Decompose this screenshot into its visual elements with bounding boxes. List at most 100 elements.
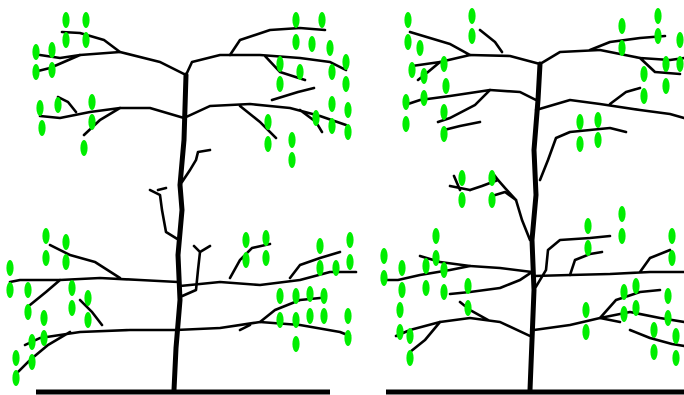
leaf-icon (242, 232, 249, 248)
leaf-icon (458, 192, 465, 208)
trunk-right (530, 64, 540, 390)
branch (450, 272, 532, 294)
trunk-left (174, 75, 186, 390)
leaf-icon (406, 350, 413, 366)
leaf-icon (380, 270, 387, 286)
leaf-icon (422, 280, 429, 296)
leaf-icon (640, 66, 647, 82)
leaf-icon (620, 306, 627, 322)
leaf-icon (342, 76, 349, 92)
leaf-icon (48, 62, 55, 78)
leaf-icon (662, 78, 669, 94)
leaf-icon (654, 8, 661, 24)
leaf-icon (312, 110, 319, 126)
leaf-icon (416, 40, 423, 56)
leaf-icon (276, 56, 283, 72)
leaf-icon (316, 260, 323, 276)
leaf-icon (576, 136, 583, 152)
leaf-icon (68, 280, 75, 296)
leaf-icon (668, 228, 675, 244)
leaf-icon (672, 350, 679, 366)
leaf-icon (68, 300, 75, 316)
leaf-icon (28, 354, 35, 370)
leaf-icon (594, 112, 601, 128)
leaf-icon (82, 12, 89, 28)
leaf-icon (346, 254, 353, 270)
leaf-icon (328, 64, 335, 80)
leaf-icon (262, 230, 269, 246)
branch (158, 188, 166, 190)
leaf-icon (464, 300, 471, 316)
branch (570, 252, 602, 275)
leaf-icon (440, 284, 447, 300)
leaf-icon (24, 304, 31, 320)
leaf-icon (6, 282, 13, 298)
leaf-icon (408, 62, 415, 78)
branch (480, 30, 502, 52)
leaf-icon (62, 32, 69, 48)
branch (640, 250, 670, 272)
leaf-icon (396, 324, 403, 340)
leaf-icon (88, 114, 95, 130)
leaf-icon (306, 286, 313, 302)
leaf-icon (582, 302, 589, 318)
leaf-icon (342, 54, 349, 70)
leaf-icon (464, 278, 471, 294)
tree-left (6, 12, 356, 392)
leaf-icon (292, 336, 299, 352)
leaf-icon (80, 140, 87, 156)
leaf-icon (262, 250, 269, 266)
leaf-icon (442, 78, 449, 94)
leaf-icon (618, 18, 625, 34)
branch (25, 330, 176, 345)
leaf-icon (84, 290, 91, 306)
leaf-icon (292, 288, 299, 304)
leaf-icon (420, 90, 427, 106)
leaf-icon (276, 76, 283, 92)
leaf-icon (654, 28, 661, 44)
leaf-icon (12, 370, 19, 386)
leaf-icon (618, 40, 625, 56)
branch (176, 322, 350, 336)
leaf-icon (432, 250, 439, 266)
leaf-icon (292, 12, 299, 28)
leaf-icon (668, 250, 675, 266)
branch (200, 246, 210, 252)
leaf-icon (28, 334, 35, 350)
leaf-icon (48, 42, 55, 58)
branch (534, 272, 684, 276)
leaf-icon (40, 330, 47, 346)
leaf-icon (396, 302, 403, 318)
branch (600, 318, 620, 322)
leaf-icon (316, 238, 323, 254)
leaf-icon (24, 282, 31, 298)
leaf-icon (42, 228, 49, 244)
leaf-icon (650, 344, 657, 360)
leaf-icon (618, 228, 625, 244)
leaf-icon (432, 228, 439, 244)
branch (396, 318, 530, 336)
leaf-icon (288, 132, 295, 148)
leaf-icon (328, 118, 335, 134)
leaf-icon (306, 308, 313, 324)
leaf-icon (676, 32, 683, 48)
leaf-icon (54, 97, 61, 113)
leaf-icon (584, 240, 591, 256)
leaf-icon (296, 64, 303, 80)
leaf-icon (458, 170, 465, 186)
leaf-icon (320, 308, 327, 324)
branch (470, 180, 530, 240)
branch (540, 50, 684, 64)
branch (540, 128, 626, 180)
leaf-icon (402, 116, 409, 132)
leaf-icon (276, 312, 283, 328)
leaf-icon (664, 310, 671, 326)
leaf-icon (32, 64, 39, 80)
leaf-icon (36, 100, 43, 116)
branch (150, 190, 179, 240)
leaf-icon (344, 308, 351, 324)
leaf-icon (406, 328, 413, 344)
leaf-icon (402, 94, 409, 110)
leaf-icon (672, 328, 679, 344)
